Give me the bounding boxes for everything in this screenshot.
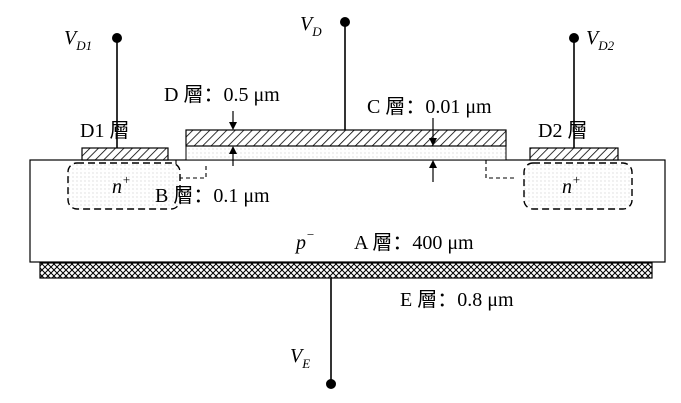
d2-contact [529,147,619,161]
d2-layer-label: D2 層 [538,120,587,142]
b-layer-label: B 層：0.1 μm [155,185,270,207]
a-layer-label: A 層：400 μm [354,232,474,254]
vd2-terminal-dot [569,33,579,43]
vd-label: VD [300,13,322,39]
vd2-label: VD2 [586,27,615,53]
left-n-plus-label: n+ [112,172,131,198]
d-layer-thickness-arrows [229,111,237,166]
vd1-terminal-dot [112,33,122,43]
d-layer-label: D 層：0.5 μm [164,84,280,106]
ve-terminal-dot [326,379,336,389]
right-n-well [523,162,633,210]
c-layer-thickness-arrows [429,118,437,182]
d1-contact [81,147,169,161]
d-layer [185,129,507,147]
c-layer-label: C 層：0.01 μm [367,96,492,118]
vd-terminal-dot [340,17,350,27]
e-layer [39,262,653,279]
vd1-label: VD1 [64,27,92,53]
d1-layer-label: D1 層 [80,120,129,142]
right-n-plus-label: n+ [562,172,581,198]
ve-label: VE [290,345,310,371]
left-n-well [67,162,181,210]
b-layer-right-region [485,160,516,179]
e-layer-label: E 層：0.8 μm [400,289,514,311]
p-substrate-label: p− [294,227,315,254]
